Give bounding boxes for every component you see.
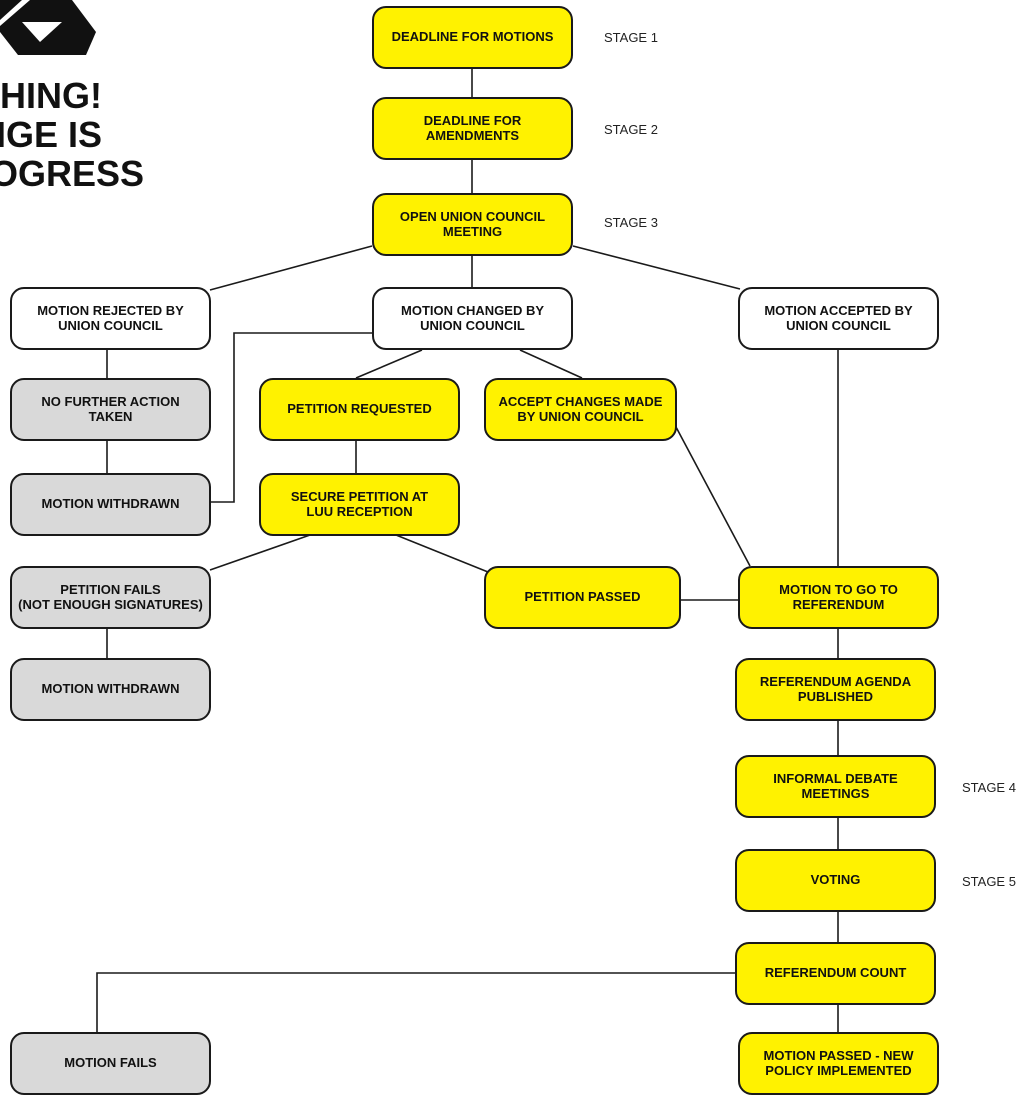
connector-accept-changes-to-referendum bbox=[675, 426, 751, 567]
node-referendum-count: REFERENDUM COUNT bbox=[735, 942, 936, 1005]
node-motion-fails: MOTION FAILS bbox=[10, 1032, 211, 1095]
node-deadline-for-amendments: DEADLINE FOR AMENDMENTS bbox=[372, 97, 573, 160]
node-secure-petition: SECURE PETITION AT LUU RECEPTION bbox=[259, 473, 460, 536]
stage-3-label: STAGE 3 bbox=[604, 215, 658, 230]
stage-4-label: STAGE 4 bbox=[962, 780, 1016, 795]
logo-text-line-2: IGE IS bbox=[0, 114, 103, 155]
connector-changed-to-petition-requested bbox=[355, 349, 423, 379]
node-informal-debate-meetings: INFORMAL DEBATE MEETINGS bbox=[735, 755, 936, 818]
stage-5-label: STAGE 5 bbox=[962, 874, 1016, 889]
connector-council-to-accepted bbox=[572, 245, 741, 290]
stage-2-label: STAGE 2 bbox=[604, 122, 658, 137]
node-motion-withdrawn-1: MOTION WITHDRAWN bbox=[10, 473, 211, 536]
node-open-union-council-meeting: OPEN UNION COUNCIL MEETING bbox=[372, 193, 573, 256]
connector-secure-to-petition-passed bbox=[395, 534, 489, 573]
node-motion-changed: MOTION CHANGED BY UNION COUNCIL bbox=[372, 287, 573, 350]
connector-changed-to-accept-changes bbox=[519, 349, 583, 379]
node-voting: VOTING bbox=[735, 849, 936, 912]
node-accept-changes: ACCEPT CHANGES MADE BY UNION COUNCIL bbox=[484, 378, 677, 441]
node-motion-passed: MOTION PASSED - NEW POLICY IMPLEMENTED bbox=[738, 1032, 939, 1095]
connector-council-to-rejected bbox=[209, 245, 373, 291]
node-petition-passed: PETITION PASSED bbox=[484, 566, 681, 629]
node-motion-withdrawn-2: MOTION WITHDRAWN bbox=[10, 658, 211, 721]
node-motion-rejected: MOTION REJECTED BY UNION COUNCIL bbox=[10, 287, 211, 350]
node-petition-fails: PETITION FAILS (NOT ENOUGH SIGNATURES) bbox=[10, 566, 211, 629]
connector-count-to-motion-fails bbox=[96, 972, 735, 1032]
node-motion-accepted: MOTION ACCEPTED BY UNION COUNCIL bbox=[738, 287, 939, 350]
connector-secure-to-petition-fails bbox=[209, 534, 311, 571]
node-deadline-for-motions: DEADLINE FOR MOTIONS bbox=[372, 6, 573, 69]
node-petition-requested: PETITION REQUESTED bbox=[259, 378, 460, 441]
logo-text-line-3: OGRESS bbox=[0, 153, 145, 194]
warning-triangle-logo bbox=[0, 0, 96, 55]
node-no-further-action: NO FURTHER ACTION TAKEN bbox=[10, 378, 211, 441]
node-referendum-agenda-published: REFERENDUM AGENDA PUBLISHED bbox=[735, 658, 936, 721]
logo-text-line-1: HING! bbox=[0, 75, 102, 116]
stage-1-label: STAGE 1 bbox=[604, 30, 658, 45]
connector-changed-to-withdrawn bbox=[211, 332, 372, 503]
node-motion-to-referendum: MOTION TO GO TO REFERENDUM bbox=[738, 566, 939, 629]
